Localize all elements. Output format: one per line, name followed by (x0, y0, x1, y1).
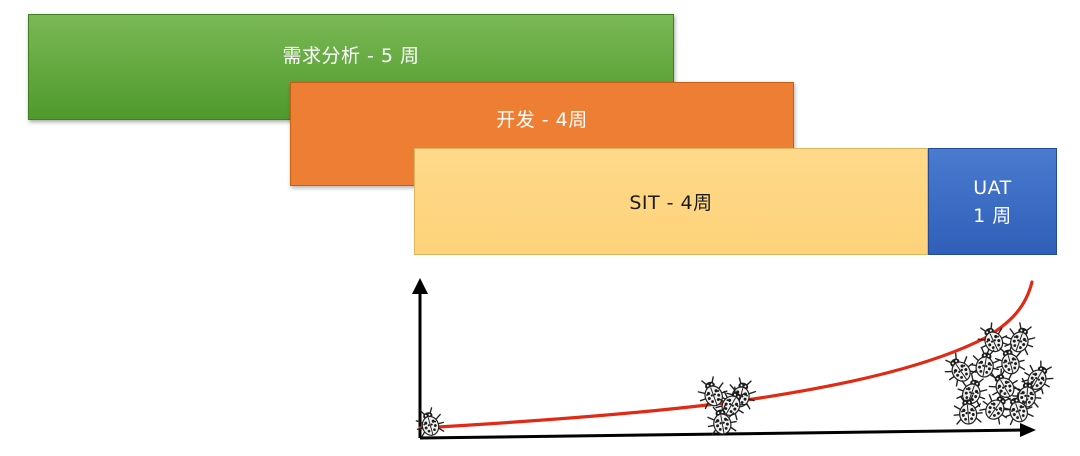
phase-development-label: 开发 - 4周 (496, 109, 588, 131)
ladybug-icon (412, 405, 447, 440)
bug-cluster-uat (938, 318, 1059, 427)
x-axis-arrow (1020, 423, 1036, 437)
phase-sit-label: SIT - 4周 (629, 192, 713, 214)
bug-cluster-start (412, 405, 447, 440)
y-axis-arrow (412, 278, 428, 294)
phase-requirements-label: 需求分析 - 5 周 (282, 45, 420, 67)
phase-uat-label-line1: UAT (973, 176, 1012, 199)
defect-cost-curve (418, 280, 1034, 430)
phase-uat-bar: UAT 1 周 (928, 148, 1057, 255)
phase-uat-label-line2: 1 周 (973, 204, 1012, 227)
phase-sit-bar: SIT - 4周 (414, 148, 928, 255)
